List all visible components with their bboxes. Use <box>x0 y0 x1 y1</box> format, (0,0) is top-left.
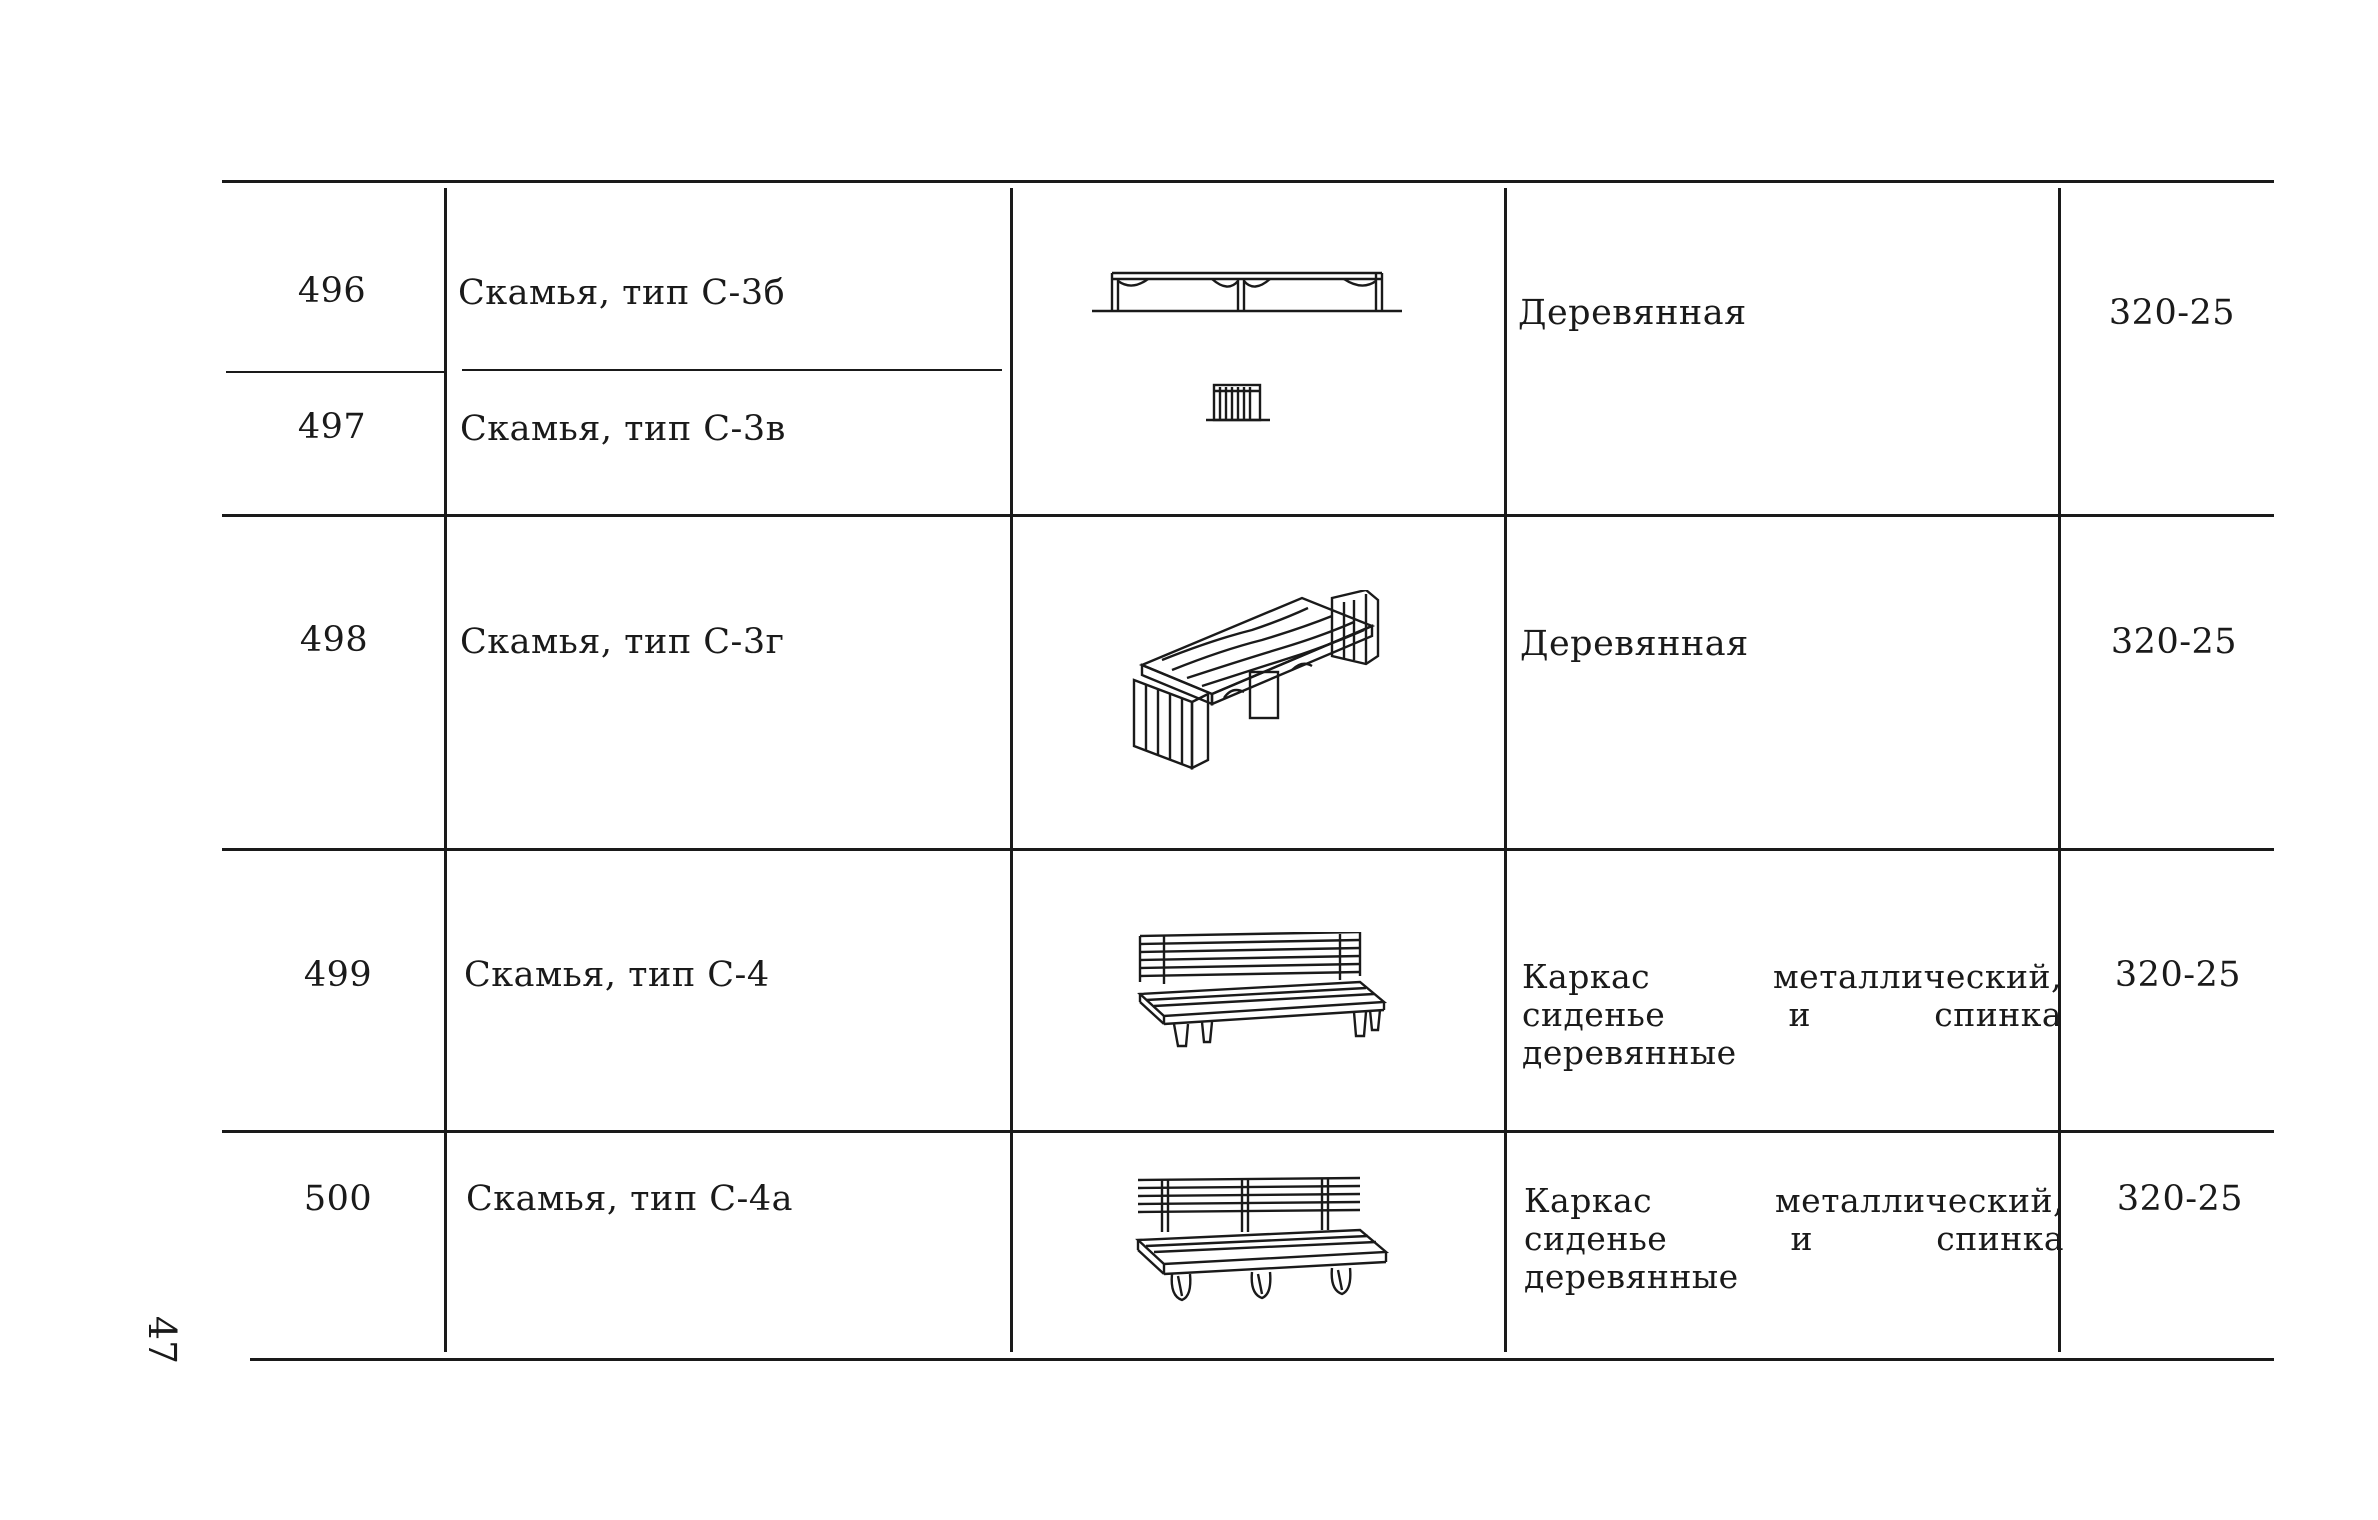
slatted-bench-icon <box>1137 932 1388 1048</box>
project-number: 320-25 <box>2108 293 2236 333</box>
column-divider <box>1010 188 1013 1352</box>
row-divider <box>222 514 2274 517</box>
sub-row-divider <box>462 369 1002 371</box>
column-divider <box>2058 188 2061 1352</box>
item-name: Скамья, тип С-3в <box>460 409 786 449</box>
column-divider <box>444 188 447 1352</box>
table-bottom-rule <box>250 1358 2274 1361</box>
item-name: Скамья, тип С-3б <box>458 273 786 313</box>
item-number: 497 <box>297 407 367 447</box>
sub-row-divider <box>226 371 444 373</box>
item-number: 496 <box>297 271 367 311</box>
item-number: 498 <box>299 620 369 660</box>
row-divider <box>222 1130 2274 1133</box>
catalog-table: 496 Скамья, тип С-3б 497 Скамья, тип С-3… <box>222 180 2274 1361</box>
item-name: Скамья, тип С-4 <box>464 955 770 995</box>
material-text: Каркас металлический, сиденье и спинка д… <box>1522 957 2062 1072</box>
bench-plan-icon <box>1092 271 1402 422</box>
material-text: Деревянная <box>1518 293 1747 333</box>
item-name: Скамья, тип С-3г <box>460 622 785 662</box>
wooden-block-bench-icon <box>1132 590 1380 770</box>
page-number: 47 <box>140 1315 185 1365</box>
project-number: 320-25 <box>2114 955 2242 995</box>
item-name: Скамья, тип С-4а <box>466 1179 794 1219</box>
long-slatted-bench-icon <box>1135 1176 1390 1302</box>
table-top-rule <box>222 180 2274 183</box>
material-text: Деревянная <box>1520 624 1749 664</box>
item-number: 499 <box>303 955 373 995</box>
project-number: 320-25 <box>2110 622 2238 662</box>
material-text: Каркас металлический, сиденье и спинка д… <box>1524 1181 2064 1296</box>
column-divider <box>1504 188 1507 1352</box>
item-number: 500 <box>303 1179 373 1219</box>
project-number: 320-25 <box>2116 1179 2244 1219</box>
row-divider <box>222 848 2274 851</box>
